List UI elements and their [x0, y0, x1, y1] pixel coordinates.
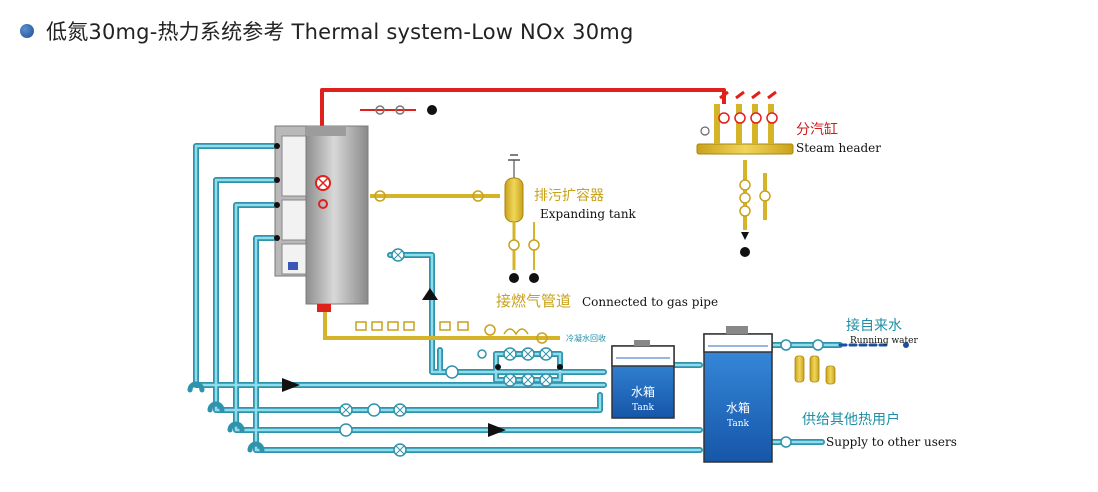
- gas-pipes: [323, 160, 767, 340]
- title-bullet-icon: [20, 24, 34, 38]
- steam-outlet-dot: [427, 105, 437, 115]
- steam-header: [696, 90, 794, 257]
- steam-pipe: [320, 88, 726, 192]
- flow-arrows: [282, 288, 506, 437]
- tank-large-label-en: Tank: [727, 419, 749, 429]
- expanding-tank: [504, 154, 540, 283]
- gas-pipe-label-en: Connected to gas pipe: [582, 295, 718, 309]
- supply-label-cn: 供给其他热用户: [802, 411, 900, 428]
- page-title: 低氮30mg-热力系统参考 Thermal system-Low NOx 30m…: [46, 20, 634, 44]
- valve-crosses: [341, 250, 551, 455]
- supply-label-en: Supply to other users: [826, 435, 957, 449]
- tank-small-label-cn: 水箱: [631, 384, 655, 399]
- expanding-tank-label-en: Expanding tank: [540, 207, 637, 221]
- steam-header-label-cn: 分汽缸: [796, 121, 838, 138]
- boiler: [274, 125, 369, 312]
- tank-large: 水箱 Tank: [703, 326, 773, 463]
- gas-pipe-fittings: [355, 190, 548, 344]
- title-row: 低氮30mg-热力系统参考 Thermal system-Low NOx 30m…: [20, 14, 634, 48]
- running-water-label-en: Running water: [850, 336, 918, 346]
- tank-small: 水箱 Tank: [611, 340, 675, 419]
- tank-small-label-en: Tank: [632, 403, 654, 413]
- expanding-tank-label-cn: 排污扩容器: [534, 187, 604, 204]
- running-water-label-cn: 接自来水: [846, 317, 902, 334]
- condensate-label: 冷凝水回收: [566, 333, 606, 343]
- tank-large-label-cn: 水箱: [726, 400, 750, 415]
- steam-header-label-en: Steam header: [796, 141, 881, 155]
- gas-pipe-label-cn: 接燃气管道: [496, 292, 571, 310]
- water-softener: [794, 355, 836, 385]
